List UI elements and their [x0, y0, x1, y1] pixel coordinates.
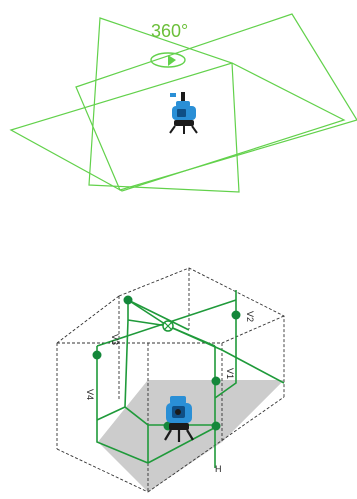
rotation-arrow-icon	[150, 52, 186, 68]
room-box-outline	[56, 267, 285, 493]
horizontal-laser-plane	[9, 62, 346, 192]
vertical-laser-plane-right	[75, 13, 357, 191]
laser-dot	[231, 310, 241, 320]
vertical-laser-plane-left	[88, 17, 240, 193]
laser-dot	[211, 376, 221, 386]
laser-dot	[123, 295, 133, 305]
bottom-diagram: V3 V2 V1 V4 H	[56, 267, 285, 493]
laser-lines	[96, 290, 285, 468]
laser-dot	[211, 421, 221, 431]
laser-level-device-icon	[164, 396, 194, 442]
rotation-label: 360°	[151, 21, 188, 41]
top-diagram: 360°	[9, 13, 357, 193]
label-h: H	[215, 464, 222, 474]
label-v4: V4	[85, 389, 95, 400]
label-v3: V3	[110, 334, 120, 345]
laser-level-device-icon	[169, 92, 198, 134]
rotation-arrowhead-icon	[168, 55, 176, 66]
label-v2: V2	[245, 311, 255, 322]
label-v1: V1	[225, 368, 235, 379]
laser-dot	[92, 350, 102, 360]
